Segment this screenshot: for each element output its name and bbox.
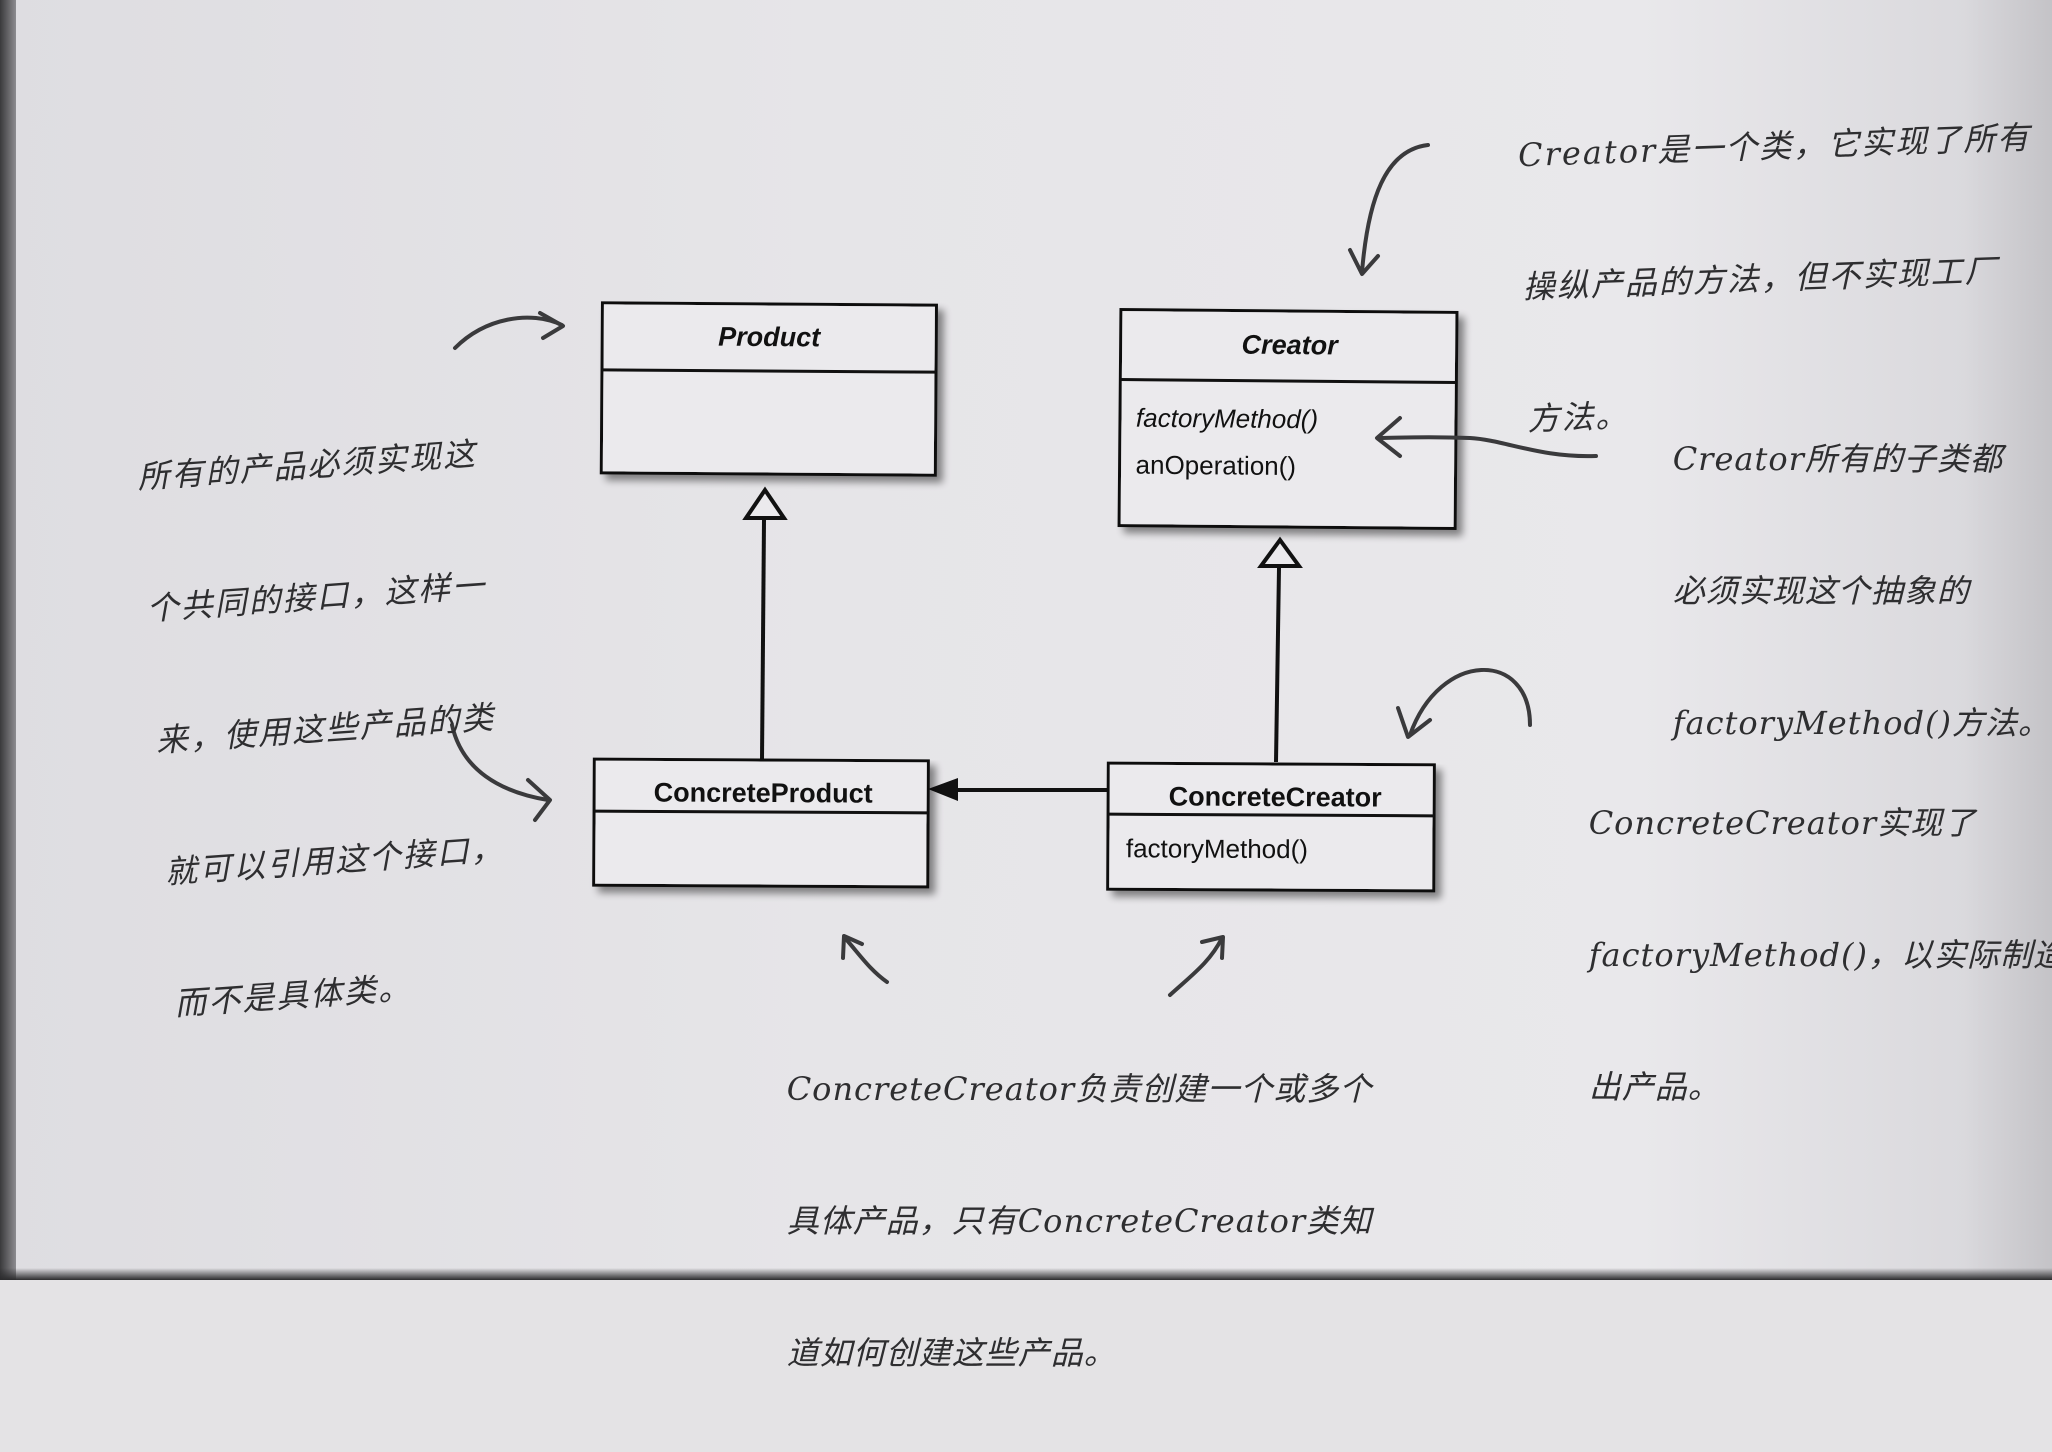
note-creator-subclasses: Creator所有的子类都 必须实现这个抽象的 factoryMethod()方… bbox=[1628, 360, 2051, 822]
class-title-creator: Creator bbox=[1242, 330, 1340, 361]
uml-diagram: Product Creator factoryMethod() anOperat… bbox=[450, 143, 1598, 997]
class-concrete-creator: ConcreteCreator factoryMethod() bbox=[1106, 761, 1436, 893]
method-an-operation: anOperation() bbox=[1135, 450, 1296, 481]
note-bottom-line-1: ConcreteCreator负责创建一个或多个 bbox=[786, 1070, 1373, 1108]
note-subclass-line-3: factoryMethod()方法。 bbox=[1672, 704, 2051, 742]
book-page: Product Creator factoryMethod() anOperat… bbox=[0, 0, 2052, 1372]
arrow-product-note-icon bbox=[453, 311, 565, 350]
class-product: Product bbox=[599, 301, 938, 477]
page-right-gutter bbox=[1964, 0, 2052, 1280]
arrow-bottom-note-left-icon bbox=[841, 934, 889, 984]
class-creator: Creator factoryMethod() anOperation() bbox=[1117, 308, 1459, 530]
arrow-bottom-note-right-icon bbox=[1168, 935, 1225, 997]
note-concrete-creator-line-2: factoryMethod()，以实际制造 bbox=[1588, 936, 2052, 974]
note-product-line-5: 而不是具体类。 bbox=[172, 968, 414, 1024]
inheritance-creator bbox=[1257, 536, 1303, 763]
note-bottom: ConcreteCreator负责创建一个或多个 具体产品，只有Concrete… bbox=[742, 990, 1372, 1452]
note-subclass-line-2: 必须实现这个抽象的 bbox=[1672, 572, 1970, 610]
note-product-line-3: 来，使用这些产品的类 bbox=[154, 698, 497, 760]
class-title-product: Product bbox=[718, 322, 821, 353]
class-title-concrete-creator: ConcreteCreator bbox=[1169, 781, 1383, 812]
note-product-line-4: 就可以引用这个接口， bbox=[163, 829, 506, 892]
note-subclass-line-1: Creator所有的子类都 bbox=[1672, 440, 2003, 478]
generalization-arrowhead-product bbox=[742, 486, 788, 520]
note-creator-line-1: Creator是一个类，它实现了所有 bbox=[1517, 118, 2032, 175]
note-concrete-creator-line-1: ConcreteCreator实现了 bbox=[1588, 804, 1977, 842]
note-bottom-line-3: 道如何创建这些产品。 bbox=[786, 1334, 1117, 1372]
association-creates bbox=[928, 778, 1108, 801]
inheritance-product bbox=[742, 486, 788, 761]
association-arrowhead bbox=[928, 778, 958, 801]
arrow-concrete-creator-note-icon bbox=[1396, 668, 1532, 739]
note-concrete-creator-line-3: 出产品。 bbox=[1588, 1068, 1721, 1106]
arrow-subclass-note-icon bbox=[1375, 416, 1598, 459]
page-bottom-shadow bbox=[0, 1268, 2052, 1280]
note-creator-line-2: 操纵产品的方法，但不实现工厂 bbox=[1522, 251, 2000, 307]
class-title-concrete-product: ConcreteProduct bbox=[654, 777, 873, 808]
note-product-interface: 所有的产品必须实现这 个共同的接口，这样一 来，使用这些产品的类 就可以引用这个… bbox=[82, 355, 520, 1106]
method-factory-method-abstract: factoryMethod() bbox=[1136, 403, 1318, 435]
page-left-shadow bbox=[0, 0, 16, 1280]
note-concrete-creator: ConcreteCreator实现了 factoryMethod()，以实际制造… bbox=[1544, 724, 2052, 1186]
method-factory-method-concrete: factoryMethod() bbox=[1126, 833, 1308, 864]
arrow-creator-note-icon bbox=[1348, 143, 1430, 276]
arrow-product-note-bottom-icon bbox=[450, 723, 552, 822]
class-concrete-product: ConcreteProduct bbox=[592, 757, 930, 889]
note-product-line-2: 个共同的接口，这样一 bbox=[145, 566, 488, 628]
note-bottom-line-2: 具体产品，只有ConcreteCreator类知 bbox=[786, 1202, 1373, 1240]
note-product-line-1: 所有的产品必须实现这 bbox=[136, 434, 478, 497]
note-creator-line-3: 方法。 bbox=[1526, 396, 1630, 439]
generalization-arrowhead-creator bbox=[1257, 536, 1303, 568]
